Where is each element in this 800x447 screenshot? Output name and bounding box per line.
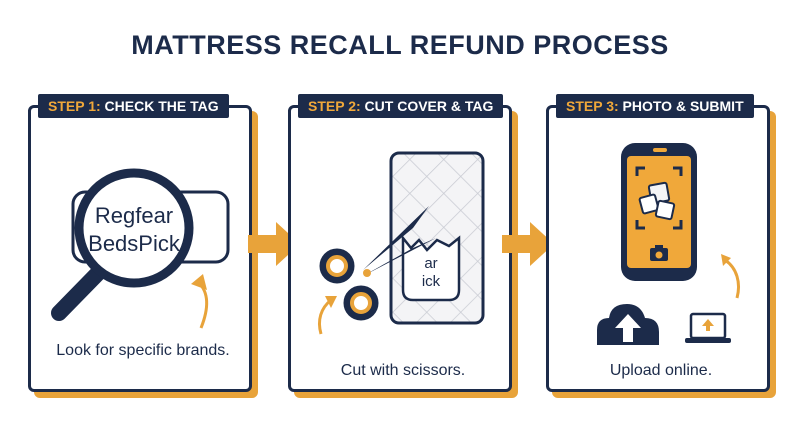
upload-arrow-icon: [615, 314, 641, 342]
laptop-upload-icon: [702, 319, 714, 331]
curved-arrow-icon: [197, 281, 209, 329]
step-2-number: STEP 2:: [308, 98, 361, 114]
phone-upload-illustration: [597, 143, 740, 345]
tag-line-1: Regfear: [95, 203, 173, 228]
step-3-caption: Upload online.: [609, 362, 713, 379]
step-1-number: STEP 1:: [48, 98, 101, 114]
step-3-card: Upload online. STEP 3: PHOTO & SUBMIT: [546, 94, 776, 398]
tag-fragment-1: ar: [424, 255, 437, 272]
curved-arrow-icon: [317, 298, 332, 335]
step-2-label: CUT COVER & TAG: [364, 98, 494, 114]
magnifier-tag-illustration: Regfear BedsPick: [51, 168, 230, 329]
tag-fragment-2: ick: [422, 273, 441, 290]
step-1-caption: Look for specific brands.: [56, 342, 230, 359]
magnifier-handle-icon: [51, 260, 111, 321]
arrowhead-icon: [191, 274, 207, 290]
scissor-blade-top-icon: [363, 206, 429, 270]
scissors-cutting-illustration: ar ick: [317, 151, 485, 335]
page-title: MATTRESS RECALL REFUND PROCESS: [131, 30, 669, 60]
camera-frame-icon: [635, 166, 683, 230]
step-2-caption: Cut with scissors.: [340, 362, 466, 379]
photo-piece-icon: [654, 199, 676, 221]
photo-piece-icon: [638, 193, 660, 215]
step-1-label: CHECK THE TAG: [104, 98, 219, 114]
step-3-number: STEP 3:: [566, 98, 619, 114]
magnifier-lens-icon: [74, 168, 194, 288]
scissor-handle-icon: [319, 248, 355, 284]
cut-tag-icon: [401, 234, 461, 302]
scissor-handle-icon: [343, 285, 379, 321]
flow-arrow-1-icon: [248, 222, 300, 266]
curved-arrow-icon: [724, 258, 740, 299]
scissor-blade-bottom-icon: [363, 238, 436, 276]
arrowhead-icon: [325, 296, 337, 308]
step-3-label: PHOTO & SUBMIT: [622, 98, 744, 114]
arrowhead-icon: [721, 254, 731, 266]
flow-arrow-2-icon: [502, 222, 554, 266]
step-1-card: Regfear BedsPick Look for specific brand…: [28, 94, 258, 398]
step-2-card: ar ick Cut with scissors. STEP 2: CUT CO…: [288, 94, 518, 398]
tag-line-2: BedsPick: [88, 231, 181, 256]
scissor-pivot-icon: [363, 269, 371, 277]
